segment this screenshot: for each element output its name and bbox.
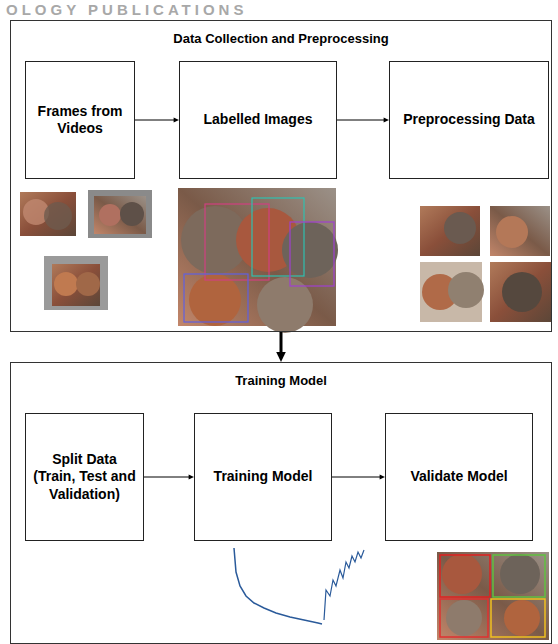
group-panel: Data Collection and PreprocessingFrames … bbox=[10, 20, 552, 332]
flow-arrow bbox=[276, 332, 286, 362]
process-box: Validate Model bbox=[385, 413, 533, 541]
video-frame bbox=[20, 190, 152, 310]
group-title: Training Model bbox=[11, 373, 551, 388]
box-label: Labelled Images bbox=[204, 111, 313, 129]
box-label: Validate Model bbox=[410, 468, 507, 486]
preprocessed-photo bbox=[420, 206, 552, 322]
group-panel: Training ModelSplit Data (Train, Test an… bbox=[10, 362, 552, 644]
box-label: Frames from Videos bbox=[32, 103, 128, 138]
process-box: Frames from Videos bbox=[25, 61, 135, 179]
process-box: Preprocessing Data bbox=[389, 61, 549, 179]
process-box: Labelled Images bbox=[179, 61, 337, 179]
flow-arrow bbox=[332, 474, 385, 479]
training-chart bbox=[234, 548, 364, 624]
group-title: Data Collection and Preprocessing bbox=[11, 31, 551, 46]
flow-arrow bbox=[144, 474, 194, 479]
watermark: OLOGY PUBLICATIONS bbox=[6, 1, 247, 18]
flow-arrow bbox=[135, 117, 179, 122]
process-box: Split Data (Train, Test and Validation) bbox=[25, 413, 144, 541]
validation-photo bbox=[437, 552, 549, 640]
box-label: Split Data (Train, Test and Validation) bbox=[32, 451, 137, 504]
process-box: Training Model bbox=[194, 413, 332, 541]
flow-arrow bbox=[337, 117, 389, 122]
box-label: Preprocessing Data bbox=[403, 111, 535, 129]
box-label: Training Model bbox=[214, 468, 313, 486]
labelled-photo bbox=[178, 188, 338, 333]
